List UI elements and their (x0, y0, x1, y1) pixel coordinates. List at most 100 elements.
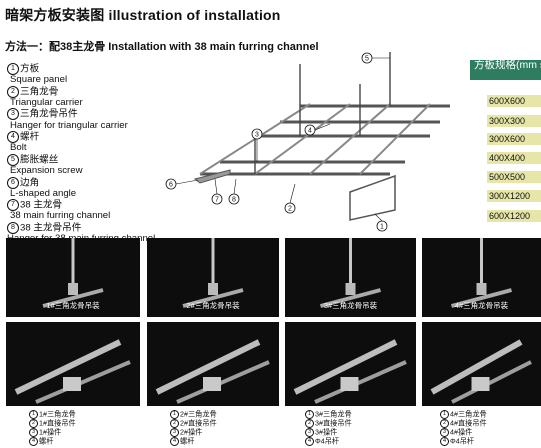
legend-number-marker: 5 (7, 153, 19, 166)
legend-item-en: 38 main furring channel (10, 210, 111, 222)
legend-cn-text: 方板 (20, 63, 40, 75)
callout-6: 6 (165, 178, 177, 190)
parts-illustration (293, 339, 407, 404)
ceiling-grid (199, 52, 450, 176)
photo-caption: 2#三角龙骨吊装 (186, 301, 240, 310)
svg-text:5: 5 (365, 56, 369, 63)
parts-number-marker: 1 (440, 410, 449, 419)
parts-item-text: 3#直接吊件 (315, 418, 352, 428)
legend-number-marker: 6 (7, 176, 19, 189)
legend-number-marker: 2 (7, 85, 19, 98)
legend-cn-text: 边角 (20, 177, 40, 189)
parts-number-marker: 2 (440, 419, 449, 428)
method-subtitle: 方法一：配38主龙骨 Installation with 38 main fur… (5, 41, 319, 53)
hanger-photo: 4#三角龙骨吊装 (422, 238, 541, 317)
spec-header: 方板规格(mm specification (470, 60, 541, 80)
legend-item-en: Square panel (10, 74, 68, 86)
parts-photo (6, 322, 140, 406)
parts-number-marker: 1 (170, 410, 179, 419)
parts-item-text: 3#操件 (315, 427, 338, 437)
hanger-photo: 3#三角龙骨吊装 (285, 238, 416, 317)
legend-item-en: Hanger for triangular carrier (10, 119, 128, 131)
parts-item-text: 螺杆 (180, 436, 195, 446)
legend-cn-text: 38 主龙骨 (20, 199, 63, 211)
parts-number-marker: 2 (305, 419, 314, 428)
hanger-photo: 1#三角龙骨吊装 (6, 238, 140, 317)
parts-number-marker: 2 (170, 419, 179, 428)
hanger-illustration (450, 238, 513, 308)
legend-number-marker: 1 (7, 63, 19, 75)
parts-illustration (155, 339, 270, 404)
svg-text:4: 4 (308, 128, 312, 135)
parts-number-marker: 4 (440, 437, 449, 446)
square-panel-shape (349, 174, 396, 221)
legend-number-marker: 7 (7, 199, 19, 212)
spec-size: 300X300 (487, 115, 541, 127)
legend-number-marker: 3 (7, 108, 19, 121)
callout-markers: 5 4 3 6 7 8 2 1 (165, 52, 388, 232)
page-title: 暗架方板安装图 illustration of installation (5, 7, 281, 23)
parts-illustration (14, 339, 131, 404)
parts-item-text: 1#操件 (39, 427, 62, 437)
parts-item-text: 1#直接吊件 (39, 418, 76, 428)
parts-number-marker: 2 (29, 419, 38, 428)
spec-size: 600X1200 (487, 210, 541, 222)
legend-item-en: L-shaped angle (10, 187, 77, 199)
parts-item-text: 4#三角龙骨 (450, 409, 487, 419)
parts-item-text: 2#直接吊件 (180, 418, 217, 428)
callout-leaders (175, 57, 390, 222)
svg-text:3: 3 (255, 132, 259, 139)
legend-item-en: Triangular carrier (10, 96, 83, 108)
legend-cn-text: 螺杆 (20, 131, 40, 143)
parts-number-marker: 3 (170, 428, 179, 437)
parts-item-text: 3#三角龙骨 (315, 409, 352, 419)
parts-item-text: 2#三角龙骨 (180, 409, 217, 419)
svg-text:8: 8 (232, 197, 236, 204)
hanger-illustration (182, 238, 244, 308)
parts-number-marker: 4 (170, 437, 179, 446)
legend-cn-text: 三角龙骨 (20, 86, 59, 98)
svg-text:7: 7 (215, 197, 219, 204)
l-angle-shape (193, 169, 231, 184)
legend-cn-text: 三角龙骨吊件 (20, 108, 78, 120)
parts-item-text: 2#操件 (180, 427, 203, 437)
hanger-illustration (319, 238, 382, 308)
parts-number-marker: 4 (29, 437, 38, 446)
callout-2: 2 (284, 202, 296, 214)
legend-cn-text: 38 主龙骨吊件 (20, 222, 82, 234)
photo-caption: 3#三角龙骨吊装 (323, 301, 378, 310)
legend-item-en: Bolt (10, 142, 27, 154)
parts-item-text: 螺杆 (39, 436, 54, 446)
callout-7: 7 (211, 193, 223, 205)
parts-photo (147, 322, 279, 406)
legend-number-marker: 4 (7, 131, 19, 144)
hanger-illustration (42, 238, 104, 308)
parts-item-text: Φ4吊杆 (450, 436, 475, 446)
photo-caption: 4#三角龙骨吊装 (454, 301, 509, 310)
parts-photo (285, 322, 416, 406)
parts-number-marker: 3 (305, 428, 314, 437)
legend-item-en: Expansion screw (10, 165, 83, 176)
